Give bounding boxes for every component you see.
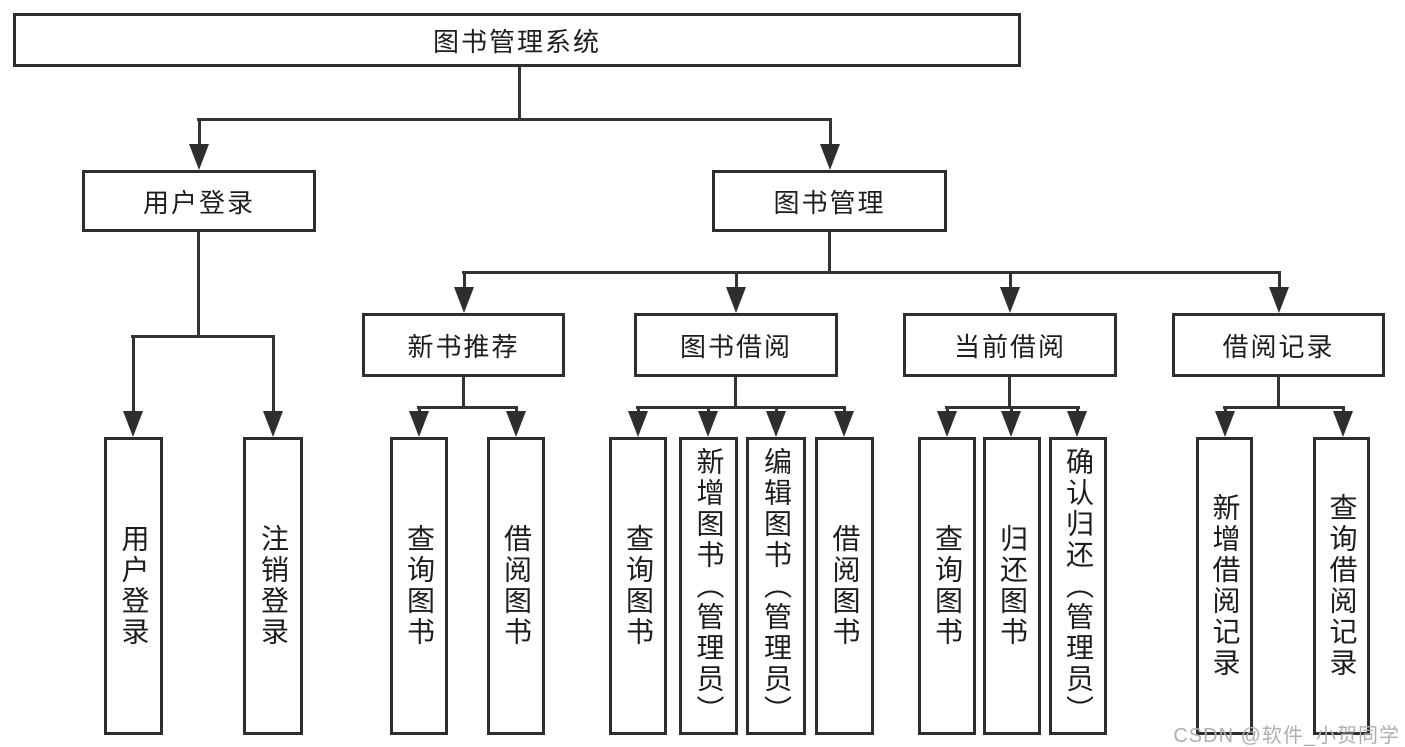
leaf-edit-book-admin: 编辑图书（管理员） bbox=[746, 437, 806, 735]
arrow-down-icon bbox=[506, 406, 526, 437]
leaf-logout: 注销登录 bbox=[243, 437, 303, 735]
arrow-down-icon bbox=[123, 335, 143, 437]
node-label: 新书推荐 bbox=[407, 331, 520, 362]
arrow-down-icon bbox=[1269, 271, 1289, 313]
leaf-label: 借阅图书 bbox=[501, 524, 532, 648]
connector-recommend-stem bbox=[462, 377, 465, 406]
arrow-down-icon bbox=[937, 406, 957, 437]
node-label: 图书借阅 bbox=[679, 331, 792, 362]
node-book-borrowing: 图书借阅 bbox=[634, 313, 838, 377]
watermark: CSDN @软件_小贺同学 bbox=[1173, 725, 1400, 747]
connector-root-stem bbox=[518, 67, 521, 118]
connector-borrowing-stem bbox=[734, 377, 737, 406]
leaf-query-books-current: 查询图书 bbox=[918, 437, 976, 735]
leaf-label: 查询图书 bbox=[932, 524, 963, 648]
connector-user-login-stem bbox=[197, 232, 200, 335]
leaf-label: 借阅图书 bbox=[829, 524, 861, 648]
arrow-down-icon bbox=[698, 406, 718, 437]
leaf-label: 编辑图书（管理员） bbox=[761, 446, 792, 726]
node-label: 用户登录 bbox=[142, 187, 255, 218]
node-new-book-recommend: 新书推荐 bbox=[362, 313, 565, 377]
arrow-down-icon bbox=[409, 406, 429, 437]
connector-records-bar bbox=[1223, 406, 1345, 409]
connector-records-stem bbox=[1277, 377, 1280, 406]
node-book-management: 图书管理 bbox=[712, 170, 947, 232]
node-current-borrowing: 当前借阅 bbox=[903, 313, 1117, 377]
leaf-label: 查询借阅记录 bbox=[1326, 493, 1358, 679]
connector-level3-bar bbox=[462, 271, 1280, 274]
node-library-management-system: 图书管理系统 bbox=[13, 13, 1021, 67]
node-label: 图书管理系统 bbox=[432, 26, 601, 57]
leaf-label: 新增借阅记录 bbox=[1209, 493, 1241, 679]
leaf-label: 归还图书 bbox=[997, 524, 1028, 648]
arrow-down-icon bbox=[1067, 406, 1087, 437]
arrow-down-icon bbox=[1215, 406, 1235, 437]
leaf-label: 确认归还（管理员） bbox=[1063, 446, 1094, 726]
node-label: 借阅记录 bbox=[1222, 331, 1335, 362]
leaf-query-books-recommend: 查询图书 bbox=[390, 437, 448, 735]
arrow-down-icon bbox=[766, 406, 786, 437]
arrow-down-icon bbox=[1001, 406, 1021, 437]
leaf-add-book-admin: 新增图书（管理员） bbox=[679, 437, 738, 735]
leaf-borrow-books-borrowing: 借阅图书 bbox=[815, 437, 874, 735]
leaf-label: 用户登录 bbox=[118, 524, 150, 648]
leaf-query-borrow-record: 查询借阅记录 bbox=[1313, 437, 1370, 735]
arrow-down-icon bbox=[454, 271, 474, 313]
leaf-label: 查询图书 bbox=[623, 524, 654, 648]
connector-borrowing-bar bbox=[636, 406, 846, 409]
arrow-down-icon bbox=[820, 118, 840, 170]
node-borrowing-records: 借阅记录 bbox=[1172, 313, 1385, 377]
node-label: 当前借阅 bbox=[953, 331, 1066, 362]
leaf-borrow-books-recommend: 借阅图书 bbox=[487, 437, 545, 735]
arrow-down-icon bbox=[189, 118, 209, 170]
arrow-down-icon bbox=[726, 271, 746, 313]
connector-book-mgmt-stem bbox=[828, 232, 831, 271]
arrow-down-icon bbox=[1000, 271, 1020, 313]
leaf-add-borrow-record: 新增借阅记录 bbox=[1196, 437, 1253, 735]
connector-level2-bar bbox=[197, 118, 832, 121]
arrow-down-icon bbox=[834, 406, 854, 437]
leaf-query-books-borrowing: 查询图书 bbox=[609, 437, 667, 735]
arrow-down-icon bbox=[1333, 406, 1353, 437]
leaf-confirm-return-admin: 确认归还（管理员） bbox=[1049, 437, 1107, 735]
leaf-label: 注销登录 bbox=[258, 524, 289, 648]
leaf-return-books: 归还图书 bbox=[983, 437, 1041, 735]
arrow-down-icon bbox=[263, 335, 283, 437]
leaf-label: 新增图书（管理员） bbox=[693, 446, 725, 726]
arrow-down-icon bbox=[628, 406, 648, 437]
node-user-login: 用户登录 bbox=[82, 170, 316, 232]
node-label: 图书管理 bbox=[773, 187, 886, 218]
connector-recommend-bar bbox=[417, 406, 518, 409]
leaf-user-login: 用户登录 bbox=[104, 437, 163, 735]
leaf-label: 查询图书 bbox=[404, 524, 435, 648]
connector-user-login-bar bbox=[131, 335, 275, 338]
connector-current-stem bbox=[1008, 377, 1011, 406]
